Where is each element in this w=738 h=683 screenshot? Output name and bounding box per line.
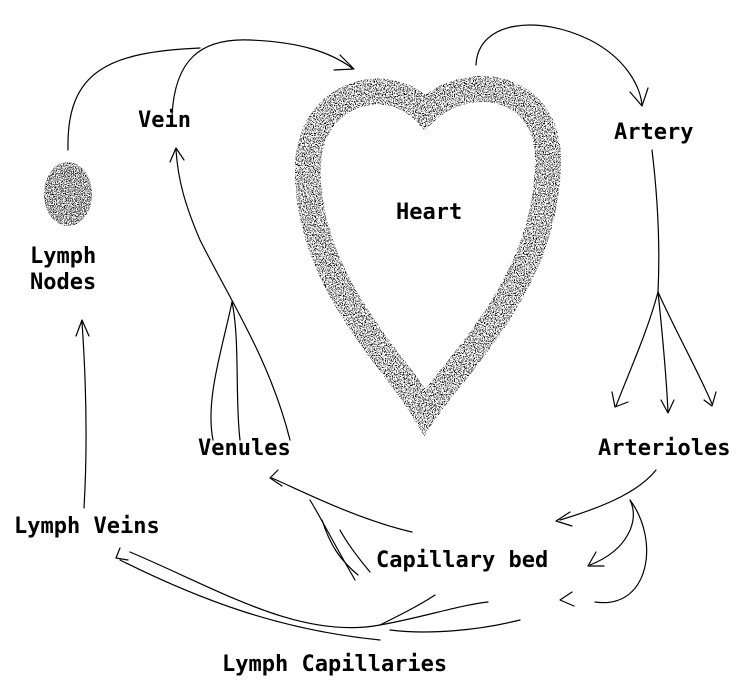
label-lymph-nodes-line2: Nodes	[30, 270, 96, 296]
lymph-capillary-twig-1	[380, 595, 435, 625]
label-lymph-nodes: Lymph Nodes	[30, 244, 96, 296]
lymph-veins-to-nodes-arrow	[82, 322, 86, 508]
artery-branch-left	[616, 292, 658, 406]
label-venules: Venules	[198, 436, 291, 462]
venule-branch-left	[211, 302, 232, 440]
arteriole-to-capillary-3	[595, 500, 647, 603]
capillary-twig-3	[340, 530, 370, 572]
lymph-capillary-twig-4	[120, 560, 380, 640]
label-lymph-capillaries: Lymph Capillaries	[222, 652, 447, 678]
lymph-capillaries-to-lymph-veins-arrowhead	[116, 548, 128, 560]
label-arterioles: Arterioles	[598, 436, 730, 462]
lymph-capillary-twig-2	[380, 602, 488, 625]
arteriole-to-capillary-2	[590, 500, 633, 565]
label-capillary-bed: Capillary bed	[376, 548, 548, 574]
label-vein: Vein	[138, 108, 191, 134]
lymph-node-to-vein-arrow	[68, 48, 200, 150]
capillary-twig-2	[322, 520, 358, 575]
lymph-capillaries-to-lymph-veins	[130, 552, 380, 628]
venule-branch-mid	[232, 302, 240, 440]
label-artery: Artery	[614, 120, 693, 146]
capillary-to-venules-main	[272, 478, 412, 532]
venules-to-vein-main	[176, 150, 290, 440]
arteriole-to-capillary-1	[560, 470, 656, 520]
label-heart: Heart	[396, 200, 462, 226]
heart-shape	[308, 89, 548, 412]
artery-branch-left-arrowhead	[612, 392, 628, 407]
label-lymph-veins: Lymph Veins	[14, 514, 160, 540]
artery-down-line	[652, 150, 659, 292]
label-lymph-nodes-line1: Lymph	[30, 244, 96, 270]
arteriole-to-capillary-3-arrowhead	[560, 592, 574, 606]
lymph-capillary-twig-3	[390, 620, 520, 632]
lymph-node-blob	[44, 162, 92, 226]
